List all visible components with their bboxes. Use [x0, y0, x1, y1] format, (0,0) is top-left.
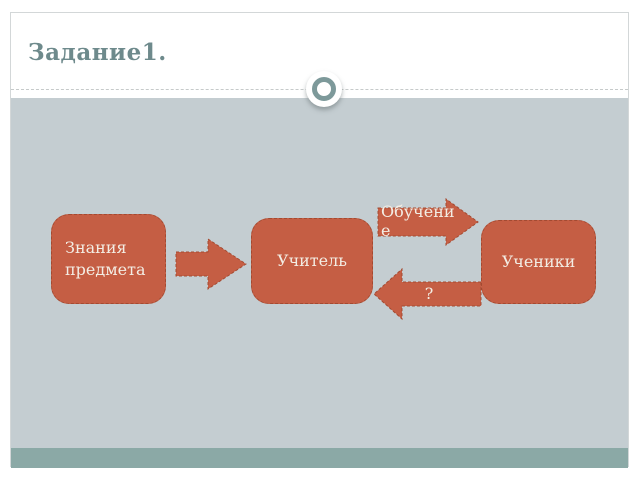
left-arrow-question-icon	[373, 267, 482, 321]
diagram-node-students-label: Ученики	[501, 252, 576, 272]
slide: Задание1. Знания предмета Учитель Обучен…	[10, 12, 629, 468]
diagram-node-knowledge: Знания предмета	[51, 214, 166, 304]
arrow-teaching-label: Обучение	[381, 202, 455, 241]
diagram-node-students: Ученики	[481, 220, 596, 304]
circle-ring-icon	[312, 77, 336, 101]
circle-ornament	[306, 71, 342, 107]
slide-title: Задание1.	[28, 39, 167, 66]
footer-strip	[11, 448, 628, 468]
diagram-node-teacher-label: Учитель	[277, 251, 347, 271]
right-arrow-teaching-icon	[377, 198, 479, 246]
diagram-node-knowledge-label: Знания предмета	[65, 238, 146, 279]
arrow-question-label: ?	[424, 284, 434, 303]
right-arrow-icon	[175, 238, 247, 290]
diagram-node-teacher: Учитель	[251, 218, 373, 304]
